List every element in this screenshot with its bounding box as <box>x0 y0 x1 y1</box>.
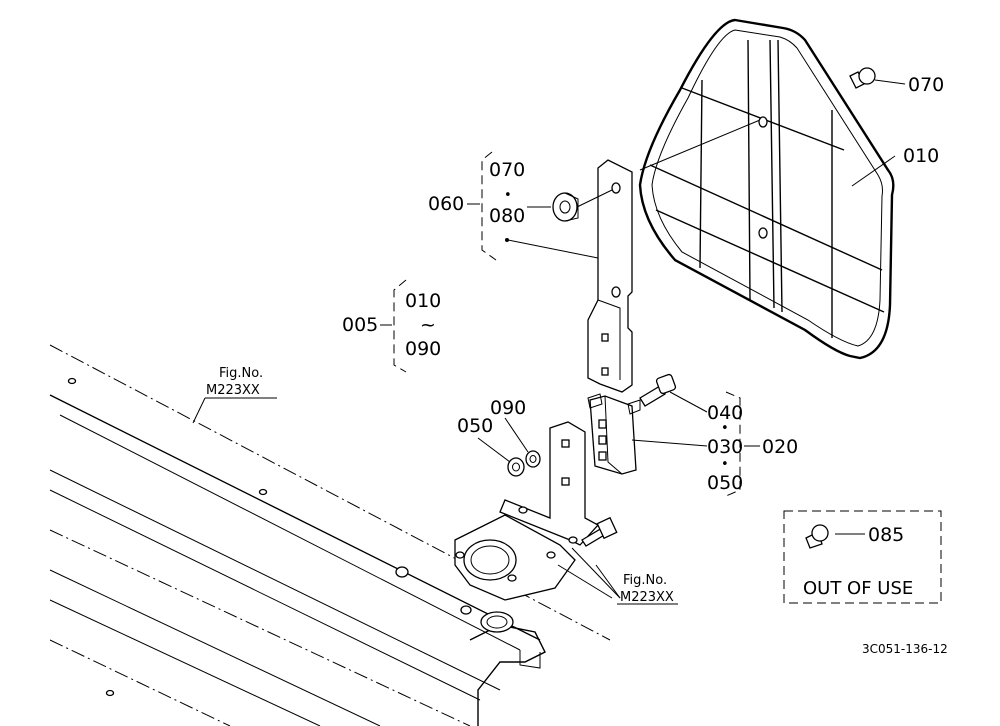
group-060-080: 080 <box>489 205 525 227</box>
out-of-use-label: OUT OF USE <box>803 578 913 599</box>
figref-upper-line1: Fig.No. <box>219 366 263 381</box>
group-020-dot-1: • <box>721 421 729 436</box>
callout-050: 050 <box>457 415 493 437</box>
frame-rail <box>49 344 611 726</box>
bracket <box>499 421 600 546</box>
screw-070 <box>849 67 906 89</box>
washer-090 <box>525 450 541 468</box>
drawing-code: 3C051-136-12 <box>862 642 948 656</box>
arm-060 <box>587 159 633 393</box>
screw-085 <box>805 524 829 549</box>
callout-020: 020 <box>762 436 798 458</box>
group-005-tilde: ~ <box>420 314 436 336</box>
group-020-dot-2: • <box>721 457 729 472</box>
mirror-frame-010 <box>638 18 895 360</box>
group-brackets <box>393 151 741 497</box>
group-060-dot: • <box>504 188 512 203</box>
group-005-090: 090 <box>405 338 441 360</box>
spacer-080 <box>552 192 579 222</box>
figref-lower-line1: Fig.No. <box>623 573 667 588</box>
figref-upper-line2: M223XX <box>206 383 260 398</box>
clamp-plate <box>454 514 576 601</box>
group-020-050: 050 <box>707 472 743 494</box>
callout-010-right: 010 <box>903 145 939 167</box>
holder-030 <box>587 393 641 475</box>
callout-070-top: 070 <box>908 74 944 96</box>
group-005-010: 010 <box>405 290 441 312</box>
callout-090: 090 <box>490 397 526 419</box>
bolt-040 <box>639 373 677 407</box>
figref-lower-line2: M223XX <box>620 590 674 605</box>
nut-050 <box>507 457 525 477</box>
out-of-use-box <box>783 510 942 604</box>
group-060-070: 070 <box>489 159 525 181</box>
leader-lines <box>192 155 896 599</box>
callout-005: 005 <box>342 314 378 336</box>
callout-085: 085 <box>868 524 904 546</box>
group-020-040: 040 <box>707 402 743 424</box>
group-020-030: 030 <box>707 436 743 458</box>
bracket-bolt <box>581 516 618 547</box>
callout-060: 060 <box>428 193 464 215</box>
